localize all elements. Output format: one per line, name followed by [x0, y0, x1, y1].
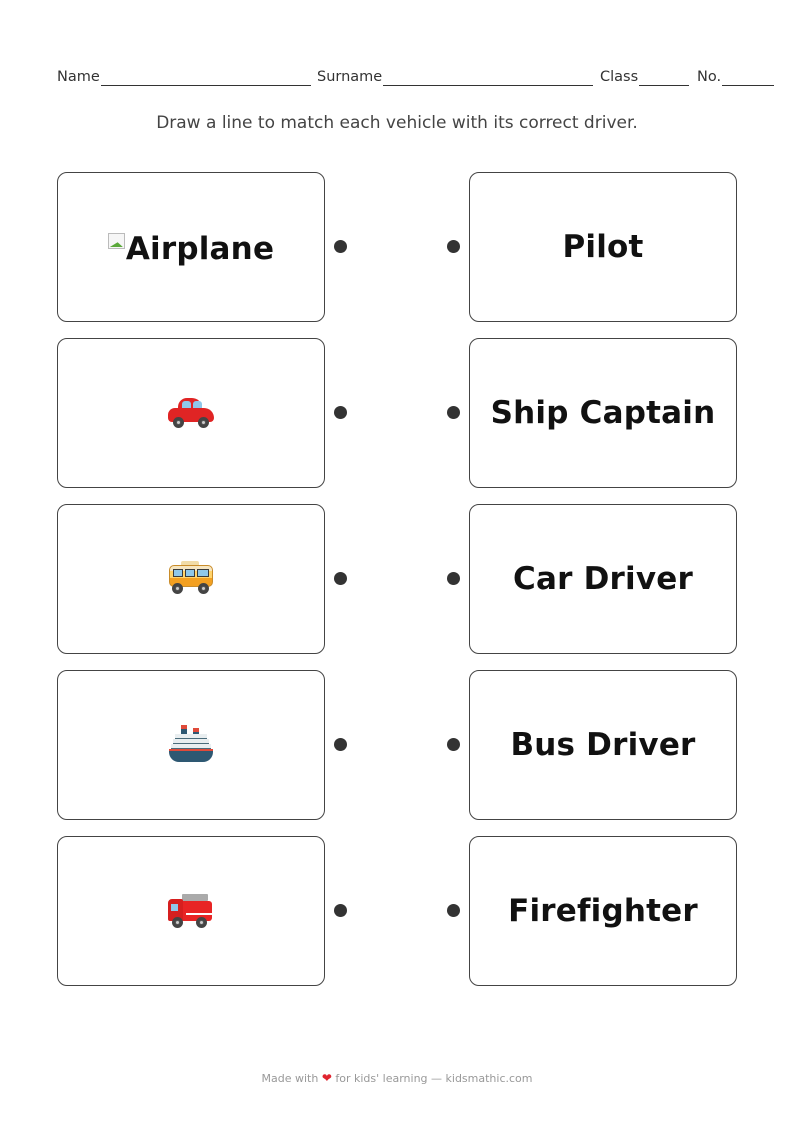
name-label: Name — [57, 69, 100, 85]
footer-prefix: Made with — [261, 1072, 319, 1085]
number-line[interactable] — [722, 71, 775, 86]
surname-line[interactable] — [383, 71, 594, 86]
vehicle-card-bus — [57, 504, 325, 654]
driver-card-ship-captain: Ship Captain — [469, 338, 737, 488]
class-line[interactable] — [639, 71, 690, 86]
footer-suffix: for kids' learning — kidsmathic.com — [335, 1072, 533, 1085]
right-dot-4[interactable] — [447, 738, 460, 751]
driver-label: Bus Driver — [510, 727, 696, 763]
left-dot-5[interactable] — [334, 904, 347, 917]
car-icon — [166, 393, 216, 433]
left-dot-2[interactable] — [334, 406, 347, 419]
vehicle-card-fire-engine — [57, 836, 325, 986]
minibus-icon — [166, 559, 216, 599]
right-dot-5[interactable] — [447, 904, 460, 917]
ship-icon — [166, 725, 216, 765]
airplane-image-fallback: Airplane — [107, 231, 275, 267]
instruction-text: Draw a line to match each vehicle with i… — [156, 113, 638, 133]
driver-card-bus-driver: Bus Driver — [469, 670, 737, 820]
vehicle-card-car — [57, 338, 325, 488]
class-label: Class — [600, 69, 639, 85]
vehicle-card-airplane: Airplane — [57, 172, 325, 322]
driver-card-car-driver: Car Driver — [469, 504, 737, 654]
driver-card-firefighter: Firefighter — [469, 836, 737, 986]
student-info-header: Name Surname Class No. — [57, 68, 775, 88]
surname-field[interactable]: Surname — [317, 68, 594, 86]
vehicle-card-ship — [57, 670, 325, 820]
left-dot-1[interactable] — [334, 240, 347, 253]
footer: Made with ❤ for kids' learning — kidsmat… — [0, 1071, 794, 1085]
driver-label: Firefighter — [508, 893, 698, 929]
number-label: No. — [697, 69, 722, 85]
driver-card-pilot: Pilot — [469, 172, 737, 322]
right-dot-2[interactable] — [447, 406, 460, 419]
class-field[interactable]: Class — [600, 68, 690, 86]
heart-icon: ❤ — [321, 1071, 332, 1085]
number-field[interactable]: No. — [697, 68, 775, 86]
name-line[interactable] — [100, 71, 311, 86]
driver-label: Car Driver — [513, 561, 693, 597]
right-dot-3[interactable] — [447, 572, 460, 585]
broken-image-icon — [107, 233, 125, 249]
name-field[interactable]: Name — [57, 68, 311, 86]
driver-label: Ship Captain — [490, 395, 716, 431]
surname-label: Surname — [317, 69, 383, 85]
left-dot-3[interactable] — [334, 572, 347, 585]
airplane-alt-text: Airplane — [125, 231, 275, 267]
left-dot-4[interactable] — [334, 738, 347, 751]
right-dot-1[interactable] — [447, 240, 460, 253]
driver-label: Pilot — [562, 229, 644, 265]
fire-engine-icon — [166, 891, 216, 931]
